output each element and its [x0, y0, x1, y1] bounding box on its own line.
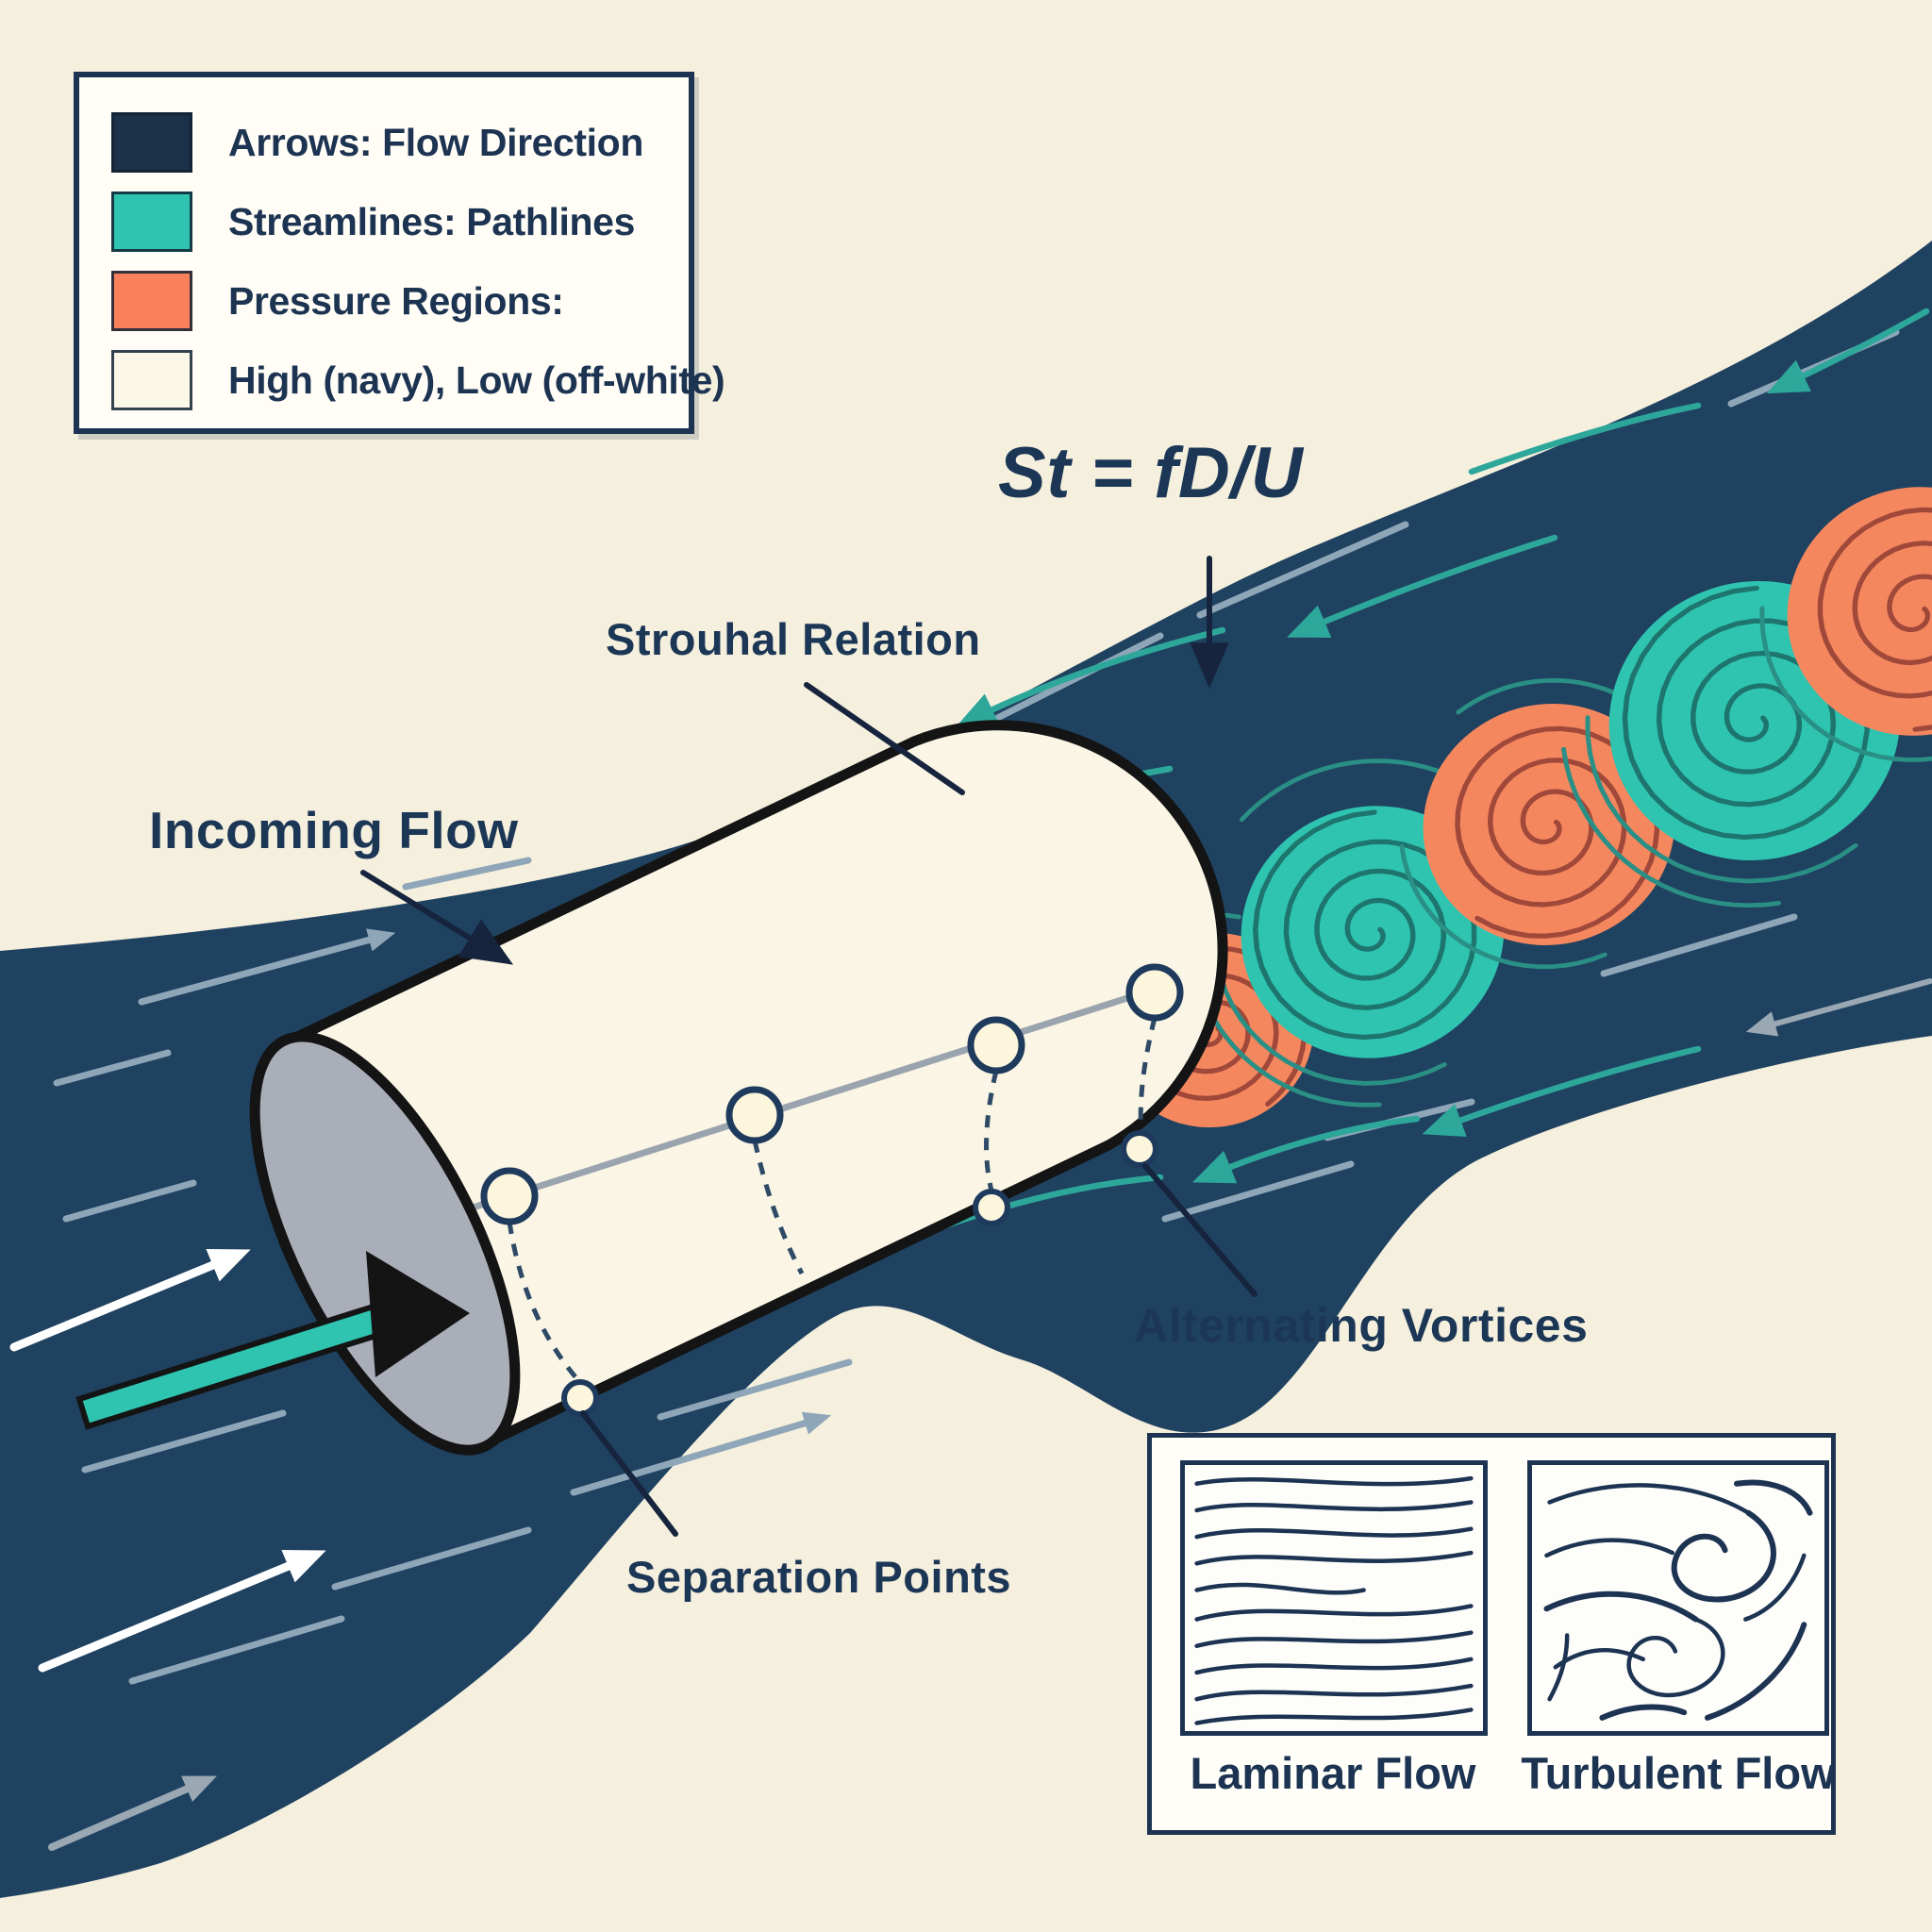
label-incoming-flow: Incoming Flow	[149, 801, 519, 859]
turbulent-label: Turbulent Flow	[1521, 1748, 1836, 1798]
legend-label: High (navy), Low (off-white)	[228, 358, 725, 402]
inflow-arrow-head	[366, 1251, 470, 1377]
legend-swatch-orange	[111, 271, 192, 331]
cylinder-face	[249, 1031, 521, 1456]
strouhal-formula: St = fD/U	[998, 433, 1304, 513]
separation-dashed-arc	[752, 1140, 805, 1275]
separation-point	[967, 1016, 1025, 1074]
label-alternating-vortices: Alternating Vortices	[1134, 1299, 1589, 1352]
separation-point	[725, 1086, 784, 1144]
legend-box: Arrows: Flow Direction Streamlines: Path…	[74, 72, 725, 434]
legend-item-pressure: Pressure Regions:	[111, 270, 564, 332]
legend-swatch-teal	[111, 192, 192, 252]
separation-point-small	[973, 1189, 1010, 1226]
flow-comparison-inset: Laminar Flow Turbulent Flow	[1147, 1433, 1836, 1835]
legend-label: Arrows: Flow Direction	[228, 120, 643, 164]
legend-item-streamlines: Streamlines: Pathlines	[111, 191, 635, 253]
legend-label: Pressure Regions:	[228, 278, 564, 323]
legend-item-highlow: High (navy), Low (off-white)	[111, 349, 725, 411]
separation-points	[480, 963, 1184, 1417]
vortex	[1759, 487, 1932, 762]
label-separation-points: Separation Points	[626, 1552, 1012, 1602]
separation-point-small	[561, 1379, 599, 1417]
flow-direction-arrows	[9, 928, 1932, 1851]
cylinder	[75, 720, 1228, 1456]
separation-point	[1125, 963, 1184, 1022]
legend-item-arrows: Arrows: Flow Direction	[111, 111, 643, 174]
separation-point	[480, 1167, 539, 1225]
turbulent-pattern	[1532, 1465, 1824, 1731]
separation-point-small	[1121, 1130, 1158, 1168]
legend-label: Streamlines: Pathlines	[228, 199, 635, 243]
laminar-label: Laminar Flow	[1190, 1748, 1476, 1798]
cylinder-body	[282, 720, 1228, 1451]
legend-swatch-navy	[111, 112, 192, 173]
label-strouhal-relation: Strouhal Relation	[606, 614, 981, 664]
annotation-lines	[360, 556, 1257, 1537]
legend-swatch-offwhite	[111, 350, 192, 410]
laminar-pattern	[1185, 1465, 1483, 1731]
vortex	[1399, 677, 1675, 970]
laminar-panel	[1180, 1460, 1488, 1736]
turbulent-panel	[1527, 1460, 1829, 1736]
cylinder-axis-line	[418, 979, 1176, 1228]
